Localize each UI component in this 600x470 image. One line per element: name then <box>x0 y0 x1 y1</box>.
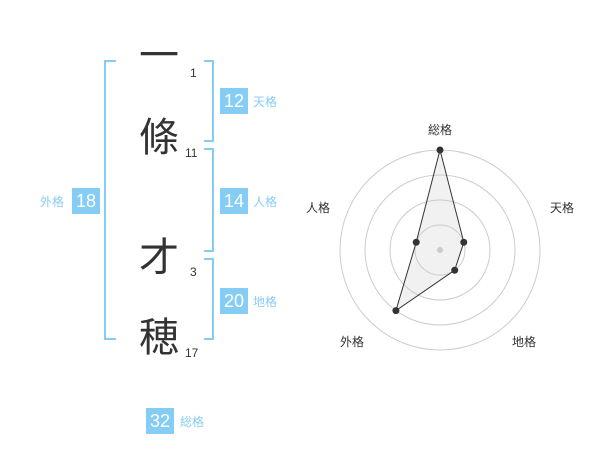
radar-series-polygon <box>395 149 465 312</box>
jinkaku-bracket <box>204 148 214 252</box>
chikaku-value: 20 <box>220 288 248 314</box>
tenkaku-value: 12 <box>220 88 248 114</box>
radar-point-2 <box>451 266 459 274</box>
gaikaku-label: 外格 <box>40 195 65 209</box>
stroke-count-4: 17 <box>185 346 199 360</box>
soukaku-value: 32 <box>146 408 174 434</box>
stroke-count-3: 3 <box>190 265 197 279</box>
stroke-count-1: 1 <box>190 66 197 80</box>
radar-point-4 <box>412 238 420 246</box>
soukaku-label: 総格 <box>180 415 205 429</box>
gaikaku-value: 18 <box>72 188 100 214</box>
radar-ring <box>364 174 516 326</box>
radar-axis-label-chikaku: 地格 <box>512 335 537 349</box>
radar-point-3 <box>392 307 400 315</box>
radar-axis-label-tenkaku: 天格 <box>550 201 575 215</box>
stroke-count-2: 11 <box>185 146 198 160</box>
name-char-3: 才 <box>139 235 179 281</box>
jinkaku-value: 14 <box>220 188 248 214</box>
gaikaku-bracket <box>104 60 116 340</box>
radar-ring <box>389 199 491 301</box>
radar-point-1 <box>460 238 468 246</box>
name-char-2: 條 <box>139 115 179 161</box>
radar-axis-label-jinkaku: 人格 <box>306 201 331 215</box>
radar-center <box>437 247 443 253</box>
radar-point-0 <box>436 146 444 154</box>
tenkaku-label: 天格 <box>253 95 278 109</box>
chikaku-label: 地格 <box>253 295 278 309</box>
name-char-4: 穂 <box>139 315 179 361</box>
radar-axis-label-soukaku: 総格 <box>428 123 453 137</box>
tenkaku-bracket <box>204 60 214 142</box>
radar-axis-label-gaikaku: 外格 <box>340 335 365 349</box>
jinkaku-label: 人格 <box>253 195 278 209</box>
name-char-1: 一 <box>139 33 179 79</box>
chikaku-bracket <box>204 258 214 340</box>
radar-ring <box>414 224 466 276</box>
